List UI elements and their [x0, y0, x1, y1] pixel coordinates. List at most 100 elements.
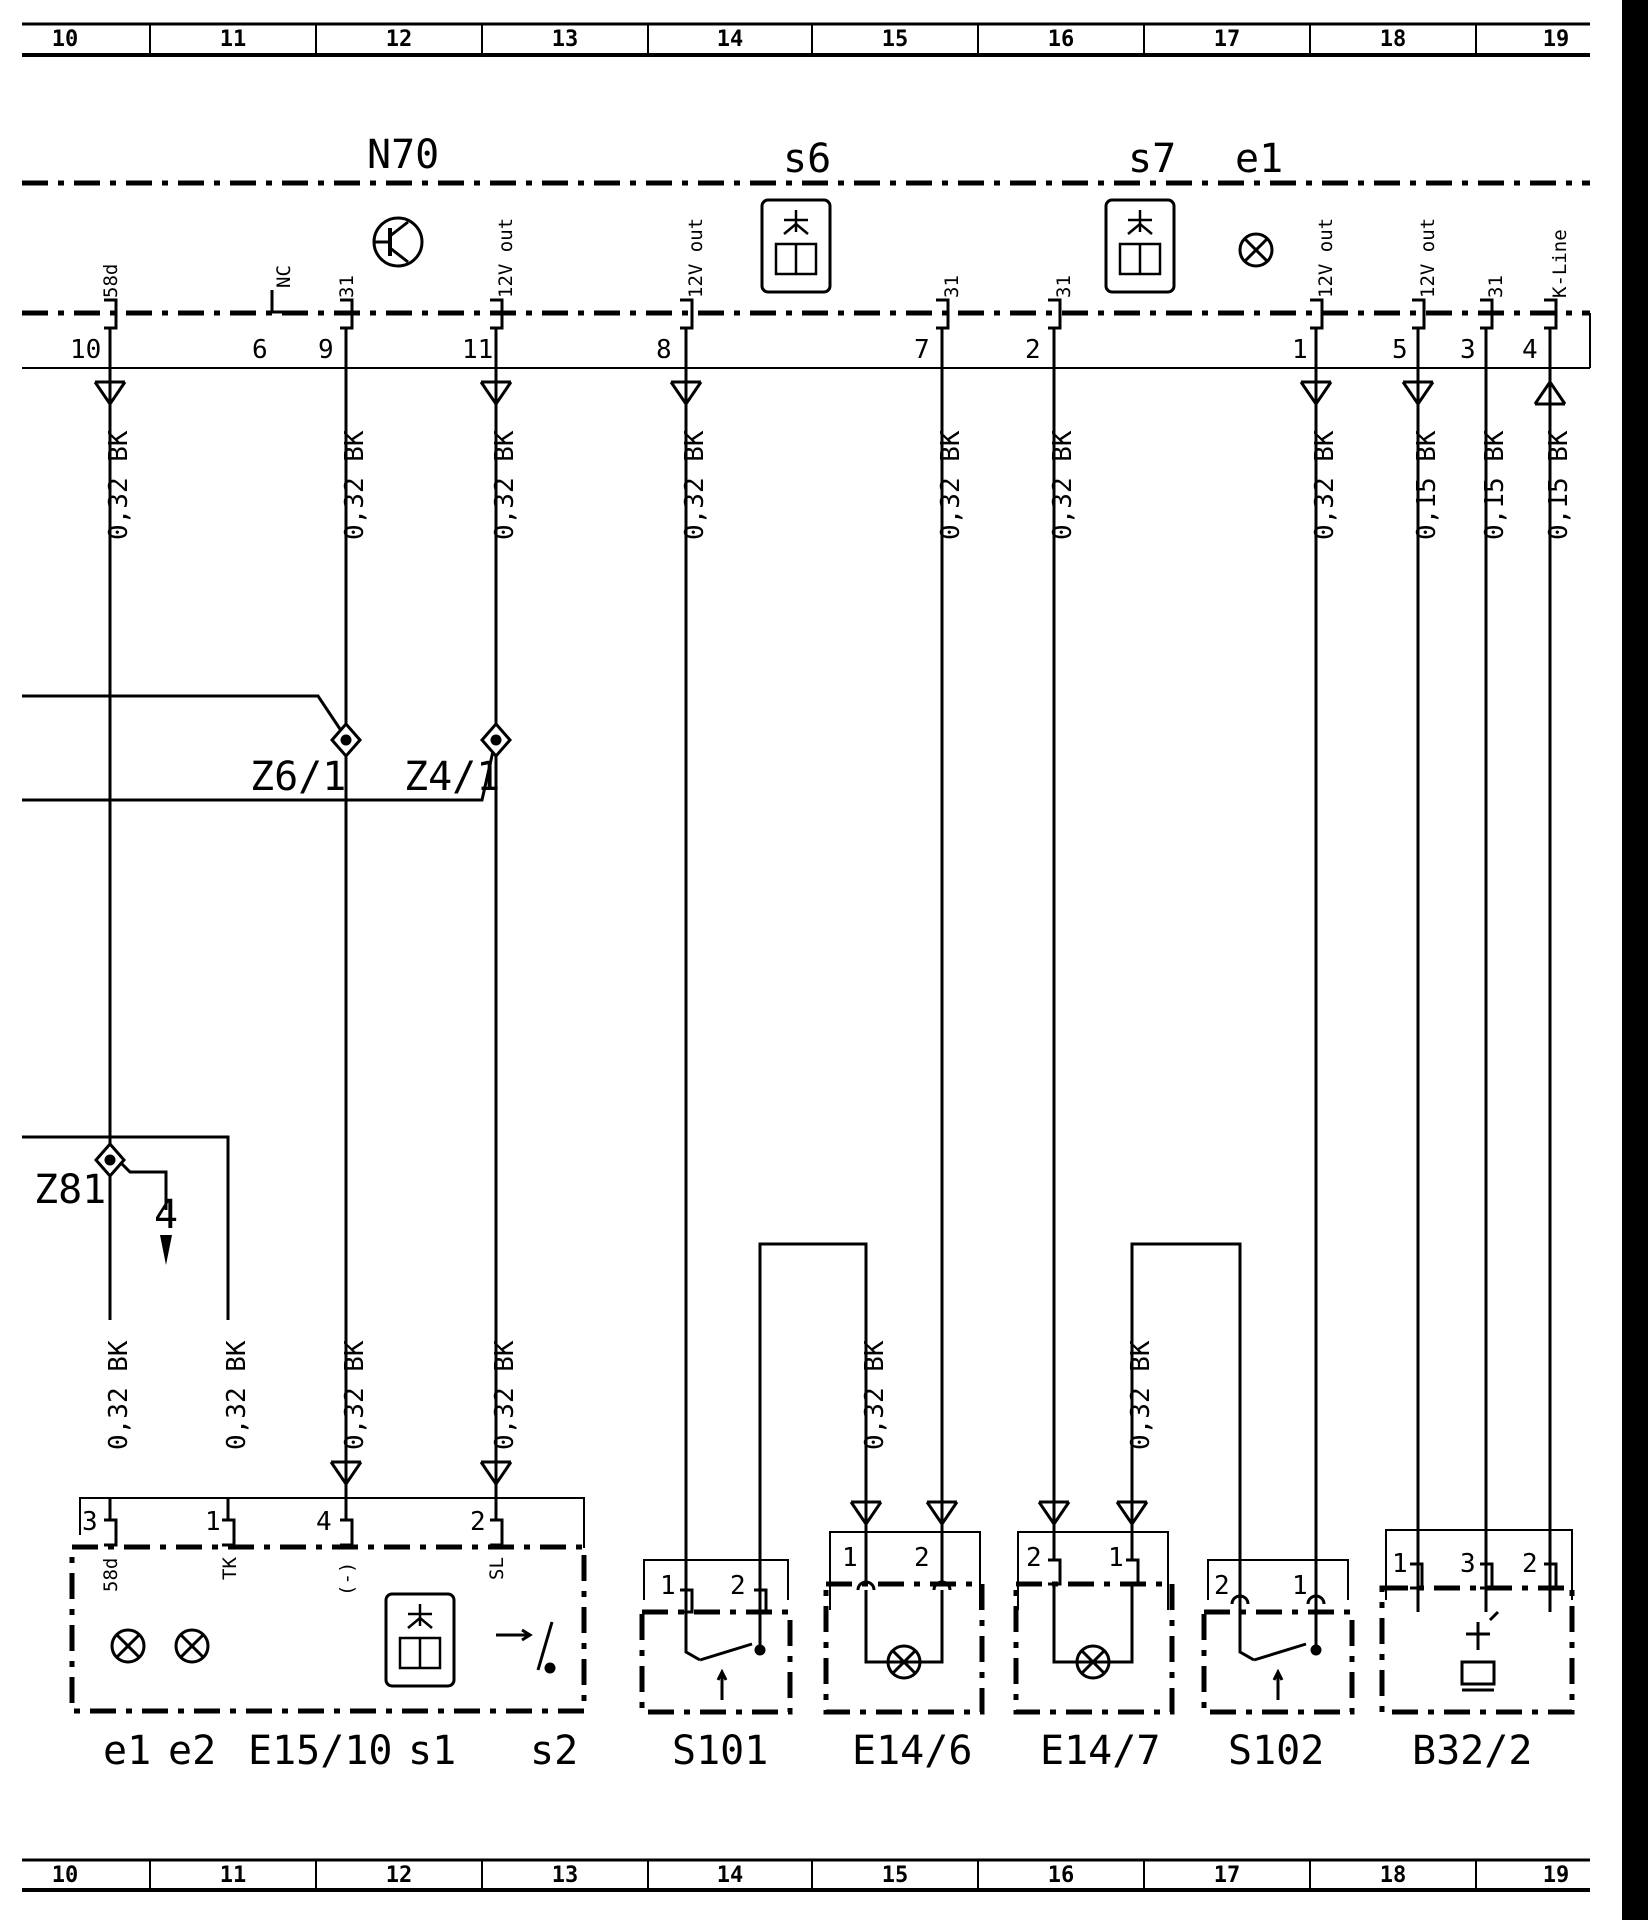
n70-pin-4: 4 [1522, 335, 1538, 365]
ruler-col-14: 14 [717, 27, 744, 52]
wire-label-l6: 0,32 BK [1126, 1340, 1156, 1450]
splices [94, 721, 512, 1179]
n70-pin-10: 10 [70, 335, 101, 365]
lower-wire-labels: 0,32 BK 0,32 BK 0,32 BK 0,32 BK 0,32 BK … [104, 1340, 1156, 1450]
bottom-ruler-col-16: 16 [1048, 1863, 1075, 1888]
switch-icon-s102 [1238, 1604, 1322, 1700]
component-label-e15-10: E15/10 [248, 1728, 393, 1774]
wire-label-u6: 0,32 BK [1048, 430, 1078, 540]
splice-label-z6-1: Z6/1 [250, 754, 346, 800]
wire-label-u1: 0,32 BK [104, 430, 134, 540]
transistor-icon [372, 216, 424, 268]
e15-10-pin-4: 4 [316, 1507, 332, 1537]
reference-page-4: 4 [154, 1192, 178, 1238]
component-e14-7: 2 1 E14/7 [1013, 1500, 1175, 1774]
sensor-icon-b32-2 [1460, 1610, 1500, 1692]
n70-signal-12v-c: 12V out [1315, 218, 1337, 298]
wire-label-u3: 0,32 BK [490, 430, 520, 540]
lamp-icon-e1 [110, 1628, 146, 1664]
bottom-ruler-col-18: 18 [1380, 1863, 1407, 1888]
component-label-b32-2: B32/2 [1412, 1728, 1532, 1774]
component-label-e2: e2 [168, 1728, 216, 1774]
n70-arrows [93, 380, 1567, 1265]
n70-signal-58d: 58d [100, 264, 122, 298]
component-e14-6: 1 2 E14/6 [823, 1500, 985, 1774]
component-label-e14-6: E14/6 [852, 1728, 972, 1774]
component-label-e1: e1 [103, 1728, 151, 1774]
s102-pin-2: 2 [1214, 1571, 1230, 1601]
n70-pin-1: 1 [1292, 335, 1308, 365]
n70-pin-3: 3 [1460, 335, 1476, 365]
n70-pin-6: 6 [252, 335, 268, 365]
wire-label-u7: 0,32 BK [1310, 430, 1340, 540]
n70-signal-nc: NC [273, 265, 295, 288]
top-ruler: 10 11 12 13 14 15 16 17 18 19 [22, 22, 1590, 57]
ruler-col-18: 18 [1380, 27, 1407, 52]
wire-label-u9: 0,15 BK [1480, 430, 1510, 540]
n70-module: N70 s6 s7 e1 10 6 9 1 [22, 132, 1591, 369]
wire-label-l5: 0,32 BK [860, 1340, 890, 1450]
component-label-e14-7: E14/7 [1040, 1728, 1160, 1774]
wire-label-l4: 0,32 BK [490, 1340, 520, 1450]
e14-7-pin-2: 2 [1026, 1543, 1042, 1573]
bottom-ruler-col-13: 13 [552, 1863, 579, 1888]
ruler-col-15: 15 [882, 27, 909, 52]
ruler-col-10: 10 [52, 27, 79, 52]
splice-label-z81: Z81 [34, 1167, 106, 1213]
interior-light-icon-s1 [384, 1592, 456, 1688]
wire-label-l1: 0,32 BK [104, 1340, 134, 1450]
e15-10-arrows [329, 1460, 513, 1486]
n70-signal-12v-a: 12V out [495, 218, 517, 298]
e15-10-pin-2: 2 [470, 1507, 486, 1537]
ruler-col-11: 11 [220, 27, 247, 52]
bottom-ruler-col-17: 17 [1214, 1863, 1241, 1888]
e15-10-signal-sl: SL [486, 1557, 508, 1580]
n70-signal-31-c: 31 [1053, 275, 1075, 298]
n70-signal-31-d: 31 [1485, 275, 1507, 298]
lamp-icon-e1 [1238, 232, 1274, 268]
splice-label-z4-1: Z4/1 [404, 754, 500, 800]
bottom-ruler: 10 11 12 13 14 15 16 17 18 19 [22, 1858, 1590, 1892]
ruler-col-16: 16 [1048, 27, 1075, 52]
bottom-ruler-col-15: 15 [882, 1863, 909, 1888]
b32-2-pin-3: 3 [1460, 1549, 1476, 1579]
bottom-ruler-col-11: 11 [220, 1863, 247, 1888]
bottom-ruler-col-12: 12 [386, 1863, 413, 1888]
s101-pin-2: 2 [730, 1571, 746, 1601]
bottom-ruler-col-14: 14 [717, 1863, 744, 1888]
n70-pin-2: 2 [1025, 335, 1041, 365]
component-label-s101: S101 [672, 1728, 768, 1774]
module-label-s6: s6 [783, 136, 831, 182]
s101-pin-1: 1 [660, 1571, 676, 1601]
n70-pin-7: 7 [914, 335, 930, 365]
n70-pin-8: 8 [656, 335, 672, 365]
bottom-ruler-col-19: 19 [1543, 1863, 1570, 1888]
e14-6-pin-2: 2 [914, 1543, 930, 1573]
upper-wire-labels: 0,32 BK 0,32 BK 0,32 BK 0,32 BK 0,32 BK … [104, 430, 1574, 540]
wire-label-u2: 0,32 BK [340, 430, 370, 540]
bottom-ruler-col-10: 10 [52, 1863, 79, 1888]
module-label-n70: N70 [367, 132, 439, 178]
b32-2-pin-1: 1 [1392, 1549, 1408, 1579]
component-s101: 1 2 S101 [639, 1559, 793, 1774]
e14-7-pin-1: 1 [1108, 1543, 1124, 1573]
wire-label-u4: 0,32 BK [680, 430, 710, 540]
e15-10-pin-1: 1 [205, 1507, 221, 1537]
e15-10-signal-minus: (-) [336, 1562, 358, 1596]
wire-label-u5: 0,32 BK [936, 430, 966, 540]
ruler-col-17: 17 [1214, 27, 1241, 52]
module-label-e1: e1 [1235, 136, 1283, 182]
wire-runs [22, 328, 1552, 1612]
e14-6-pin-1: 1 [842, 1543, 858, 1573]
component-e15-10: 3 1 4 2 58d TK (-) SL e1 e2 E15/10 s1 s2 [69, 1460, 587, 1774]
e15-10-signal-tk: TK [219, 1557, 241, 1580]
n70-pin-5: 5 [1392, 335, 1408, 365]
n70-signal-12v-d: 12V out [1417, 218, 1439, 298]
component-label-s102: S102 [1228, 1728, 1324, 1774]
n70-signal-12v-b: 12V out [685, 218, 707, 298]
wire-label-u8: 0,15 BK [1412, 430, 1442, 540]
switch-icon-s101 [684, 1612, 766, 1700]
n70-signal-31-a: 31 [336, 275, 358, 298]
interior-light-icon-s6 [760, 198, 832, 294]
